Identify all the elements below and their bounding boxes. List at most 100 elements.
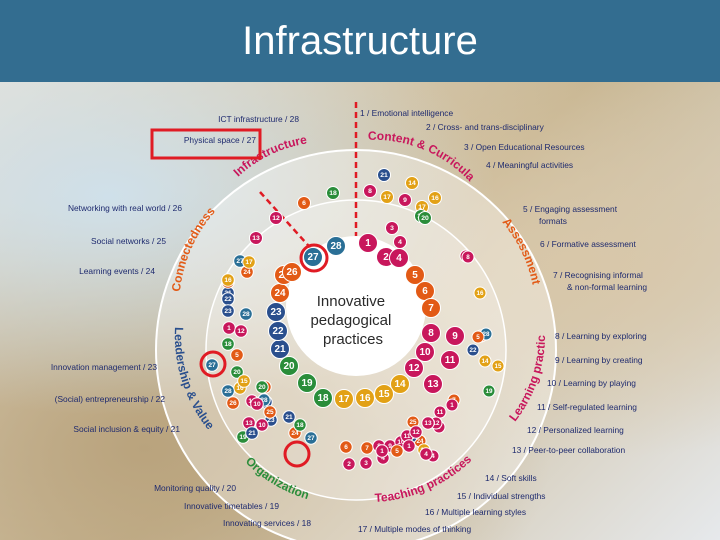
case-node-group3-8: 2 bbox=[343, 458, 355, 470]
inner-node-6: 6 bbox=[416, 282, 435, 301]
svg-text:20: 20 bbox=[233, 369, 241, 376]
practice-label-11: 11 / Self-regulated learning bbox=[537, 402, 637, 412]
svg-text:25: 25 bbox=[409, 419, 417, 426]
svg-text:1: 1 bbox=[450, 402, 454, 409]
svg-text:24: 24 bbox=[243, 269, 251, 276]
svg-text:6: 6 bbox=[302, 200, 306, 207]
case-node-group1-13: 13 bbox=[250, 232, 263, 245]
svg-text:15: 15 bbox=[494, 363, 502, 370]
case-node-group3-0: 6 bbox=[340, 441, 352, 453]
case-node-group3-18: 25 bbox=[264, 406, 276, 418]
svg-text:21: 21 bbox=[380, 172, 388, 179]
svg-text:28: 28 bbox=[224, 388, 232, 395]
practice-label-16: 16 / Multiple learning styles bbox=[425, 507, 526, 517]
svg-text:27: 27 bbox=[307, 252, 319, 263]
svg-text:20: 20 bbox=[283, 361, 295, 372]
case-node-group3-7: 13 bbox=[422, 417, 434, 429]
case-node-group3-22: 18 bbox=[294, 419, 306, 431]
case-node-group4-12: 10 bbox=[251, 398, 264, 411]
svg-text:15: 15 bbox=[240, 378, 248, 385]
case-node-group4-21: 16 bbox=[222, 274, 235, 287]
inner-node-15: 15 bbox=[375, 385, 394, 404]
practice-label-12: 12 / Personalized learning bbox=[527, 425, 624, 435]
case-node-group3-28: 1 bbox=[376, 445, 388, 457]
inner-node-9: 9 bbox=[446, 327, 465, 346]
practice-label-10: 10 / Learning by playing bbox=[547, 378, 636, 388]
svg-text:12: 12 bbox=[412, 429, 420, 436]
svg-text:1: 1 bbox=[365, 238, 371, 249]
inner-node-23: 23 bbox=[267, 303, 286, 322]
svg-text:16: 16 bbox=[359, 393, 371, 404]
svg-text:26: 26 bbox=[229, 400, 237, 407]
svg-text:1: 1 bbox=[380, 448, 384, 455]
svg-text:22: 22 bbox=[224, 296, 232, 303]
case-node-group2-9: 19 bbox=[483, 385, 495, 397]
svg-text:24: 24 bbox=[274, 288, 286, 299]
svg-text:3: 3 bbox=[364, 460, 368, 467]
svg-text:5: 5 bbox=[412, 270, 418, 281]
practice-label-7: 7 / Recognising informal& non-formal lea… bbox=[553, 270, 647, 292]
case-node-group3-9: 3 bbox=[360, 457, 372, 469]
practice-label-21: Social inclusion & equity / 21 bbox=[73, 424, 180, 434]
inner-node-21: 21 bbox=[271, 340, 290, 359]
inner-node-7: 7 bbox=[422, 299, 441, 318]
case-node-group1-6: 9 bbox=[399, 194, 412, 207]
svg-text:18: 18 bbox=[224, 341, 232, 348]
practice-label-6: 6 / Formative assessment bbox=[540, 239, 637, 249]
svg-text:16: 16 bbox=[224, 277, 232, 284]
practice-label-17: 17 / Multiple modes of thinking bbox=[358, 524, 471, 534]
case-node-group3-12: 1 bbox=[403, 440, 415, 452]
inner-node-12: 12 bbox=[405, 359, 424, 378]
svg-text:27: 27 bbox=[307, 435, 315, 442]
svg-text:26: 26 bbox=[286, 267, 298, 278]
case-node-group2-6: 22 bbox=[467, 344, 479, 356]
case-node-group1-4: 6 bbox=[298, 197, 311, 210]
svg-text:21: 21 bbox=[274, 344, 286, 355]
svg-text:28: 28 bbox=[242, 311, 250, 318]
case-node-group1-2: 18 bbox=[327, 187, 340, 200]
svg-text:23: 23 bbox=[224, 308, 232, 315]
svg-text:6: 6 bbox=[344, 444, 348, 451]
inner-node-1: 1 bbox=[359, 234, 378, 253]
svg-text:9: 9 bbox=[403, 197, 407, 204]
case-node-group4-10: 28 bbox=[222, 385, 235, 398]
svg-text:22: 22 bbox=[469, 347, 477, 354]
case-node-group4-3: 22 bbox=[222, 293, 235, 306]
center-line-3: practices bbox=[323, 331, 383, 348]
svg-text:10: 10 bbox=[253, 401, 261, 408]
svg-text:8: 8 bbox=[466, 254, 470, 261]
svg-text:25: 25 bbox=[266, 409, 274, 416]
practice-label-26: Networking with real world / 26 bbox=[68, 203, 182, 213]
case-node-group4-11: 15 bbox=[238, 375, 251, 388]
case-node-group3-16: 21 bbox=[283, 411, 295, 423]
inner-node-24: 24 bbox=[271, 284, 290, 303]
svg-text:5: 5 bbox=[235, 352, 239, 359]
svg-text:10: 10 bbox=[419, 347, 431, 358]
case-node-group4-7: 5 bbox=[231, 349, 244, 362]
svg-text:20: 20 bbox=[421, 215, 429, 222]
case-node-group3-1: 7 bbox=[361, 442, 373, 454]
svg-text:19: 19 bbox=[301, 378, 313, 389]
case-node-group1-1: 14 bbox=[406, 177, 419, 190]
svg-text:20: 20 bbox=[258, 384, 266, 391]
page-title: Infrastructure bbox=[0, 0, 720, 82]
center-line-2: pedagogical bbox=[310, 312, 391, 329]
svg-text:22: 22 bbox=[272, 326, 284, 337]
svg-text:15: 15 bbox=[378, 389, 390, 400]
svg-text:14: 14 bbox=[481, 358, 489, 365]
case-node-group3-6: 12 bbox=[410, 426, 422, 438]
inner-node-16: 16 bbox=[356, 389, 375, 408]
inner-node-11: 11 bbox=[441, 351, 460, 370]
svg-text:12: 12 bbox=[237, 328, 245, 335]
svg-text:10: 10 bbox=[258, 422, 266, 429]
svg-text:6: 6 bbox=[422, 286, 428, 297]
inner-node-10: 10 bbox=[416, 343, 435, 362]
svg-text:27: 27 bbox=[208, 362, 216, 369]
practice-label-1: 1 / Emotional intelligence bbox=[360, 108, 453, 118]
case-node-group1-7: 16 bbox=[429, 192, 442, 205]
case-node-group1-11: 12 bbox=[270, 212, 283, 225]
case-node-group3-13: 27 bbox=[305, 432, 317, 444]
svg-text:4: 4 bbox=[398, 239, 402, 246]
inner-node-27: 27 bbox=[304, 248, 323, 267]
svg-text:9: 9 bbox=[452, 331, 458, 342]
